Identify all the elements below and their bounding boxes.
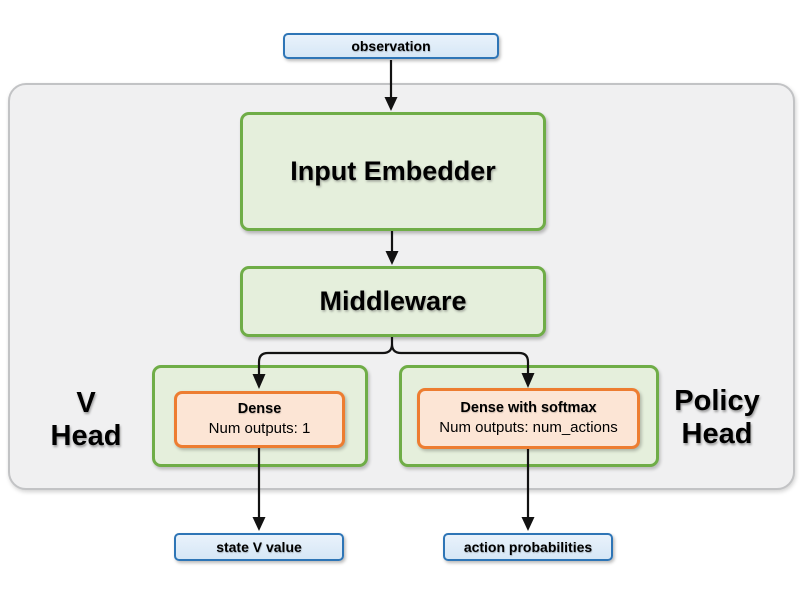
policy-head-label-line2: Head	[681, 418, 753, 450]
v-dense-title: Dense	[237, 400, 282, 417]
policy-head-label-line1: Policy	[674, 385, 760, 417]
node-policy-dense-layer: Dense with softmax Num outputs: num_acti…	[417, 388, 640, 449]
v-dense-num-outputs: Num outputs: 1	[208, 420, 311, 438]
node-middleware: Middleware	[240, 266, 546, 337]
node-state-v-value: state V value	[174, 533, 344, 561]
arrowhead-vdense-to-output	[252, 517, 266, 531]
policy-dense-title: Dense with softmax	[460, 399, 597, 416]
v-head-label-line1: V	[76, 387, 96, 419]
policy-dense-num-outputs: Num outputs: num_actions	[439, 419, 618, 437]
v-head-label: V Head	[28, 387, 144, 453]
v-head-label-line2: Head	[50, 420, 122, 452]
node-input-embedder: Input Embedder	[240, 112, 546, 231]
node-observation: observation	[283, 33, 499, 59]
policy-head-label: Policy Head	[660, 385, 774, 451]
node-action-probabilities: action probabilities	[443, 533, 613, 561]
node-v-dense-layer: Dense Num outputs: 1	[174, 391, 345, 448]
arrowhead-pdense-to-output	[521, 517, 535, 531]
